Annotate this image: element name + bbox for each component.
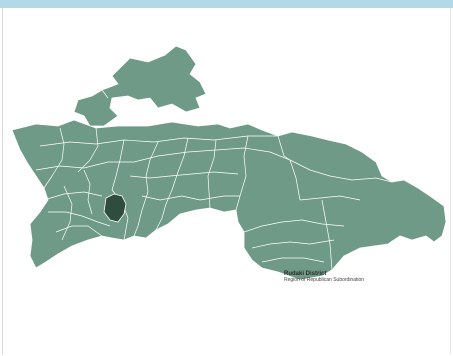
map-caption: Rudaki District Region of Republican Sub…: [284, 271, 364, 283]
caption-subtitle: Region of Republican Subordination: [284, 276, 365, 283]
highlighted-district: [103, 193, 127, 223]
district-borders: [35, 89, 393, 271]
country-landmass: [11, 45, 447, 281]
window-top-bar: [0, 0, 453, 8]
caption-title: Rudaki District: [284, 271, 327, 277]
